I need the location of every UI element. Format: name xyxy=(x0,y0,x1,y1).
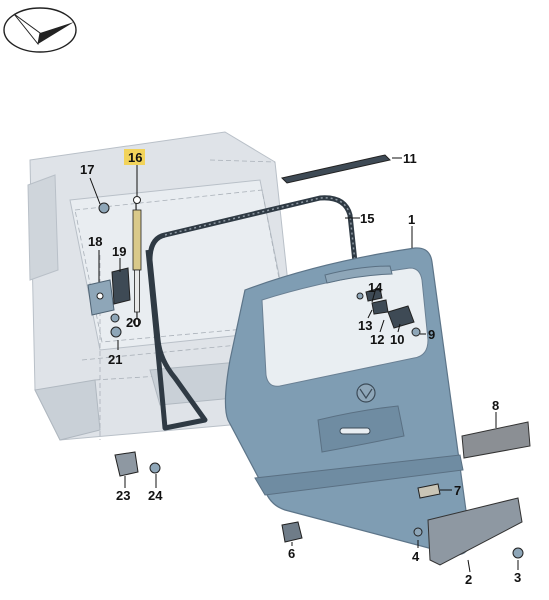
callout-3: 3 xyxy=(514,570,521,585)
callout-23: 23 xyxy=(116,488,130,503)
callout-11: 11 xyxy=(403,151,417,166)
callout-17: 17 xyxy=(80,162,94,177)
bracket-part-7 xyxy=(417,483,441,499)
leader-lines xyxy=(89,157,519,573)
callout-18: 18 xyxy=(88,234,102,249)
callout-16: 16 xyxy=(128,150,142,165)
callout-24: 24 xyxy=(148,488,163,503)
callout-12: 12 xyxy=(370,332,384,347)
callout-9: 9 xyxy=(428,327,435,342)
callout-14: 14 xyxy=(368,280,383,295)
screws xyxy=(413,527,524,559)
callout-10: 10 xyxy=(390,332,404,347)
callout-6: 6 xyxy=(288,546,295,561)
callout-19: 19 xyxy=(112,244,126,259)
callout-20: 20 xyxy=(126,315,140,330)
callout-15: 15 xyxy=(360,211,374,226)
gas-strut xyxy=(132,196,142,326)
callout-2: 2 xyxy=(465,572,472,587)
callout-7: 7 xyxy=(454,483,461,498)
callout-13: 13 xyxy=(358,318,372,333)
roof-trim-strip xyxy=(281,154,391,184)
lower-trim-panel xyxy=(427,497,523,566)
tailgate-seal xyxy=(145,195,358,431)
callout-8: 8 xyxy=(492,398,499,413)
licence-plate-light-cover xyxy=(461,421,531,459)
callout-21: 21 xyxy=(108,352,122,367)
latch-assembly xyxy=(114,451,161,477)
callout-4: 4 xyxy=(412,549,420,564)
vw-check-logo-icon xyxy=(3,7,77,53)
fasteners xyxy=(98,202,122,338)
strut-bracket xyxy=(87,267,131,316)
clip-part-6 xyxy=(281,521,303,543)
callout-1: 1 xyxy=(408,212,415,227)
callout-labels: 16 11 15 1 17 18 19 20 21 14 13 12 10 9 … xyxy=(80,149,521,587)
callout-16-highlight xyxy=(124,149,145,165)
tailgate-panel xyxy=(224,247,471,556)
